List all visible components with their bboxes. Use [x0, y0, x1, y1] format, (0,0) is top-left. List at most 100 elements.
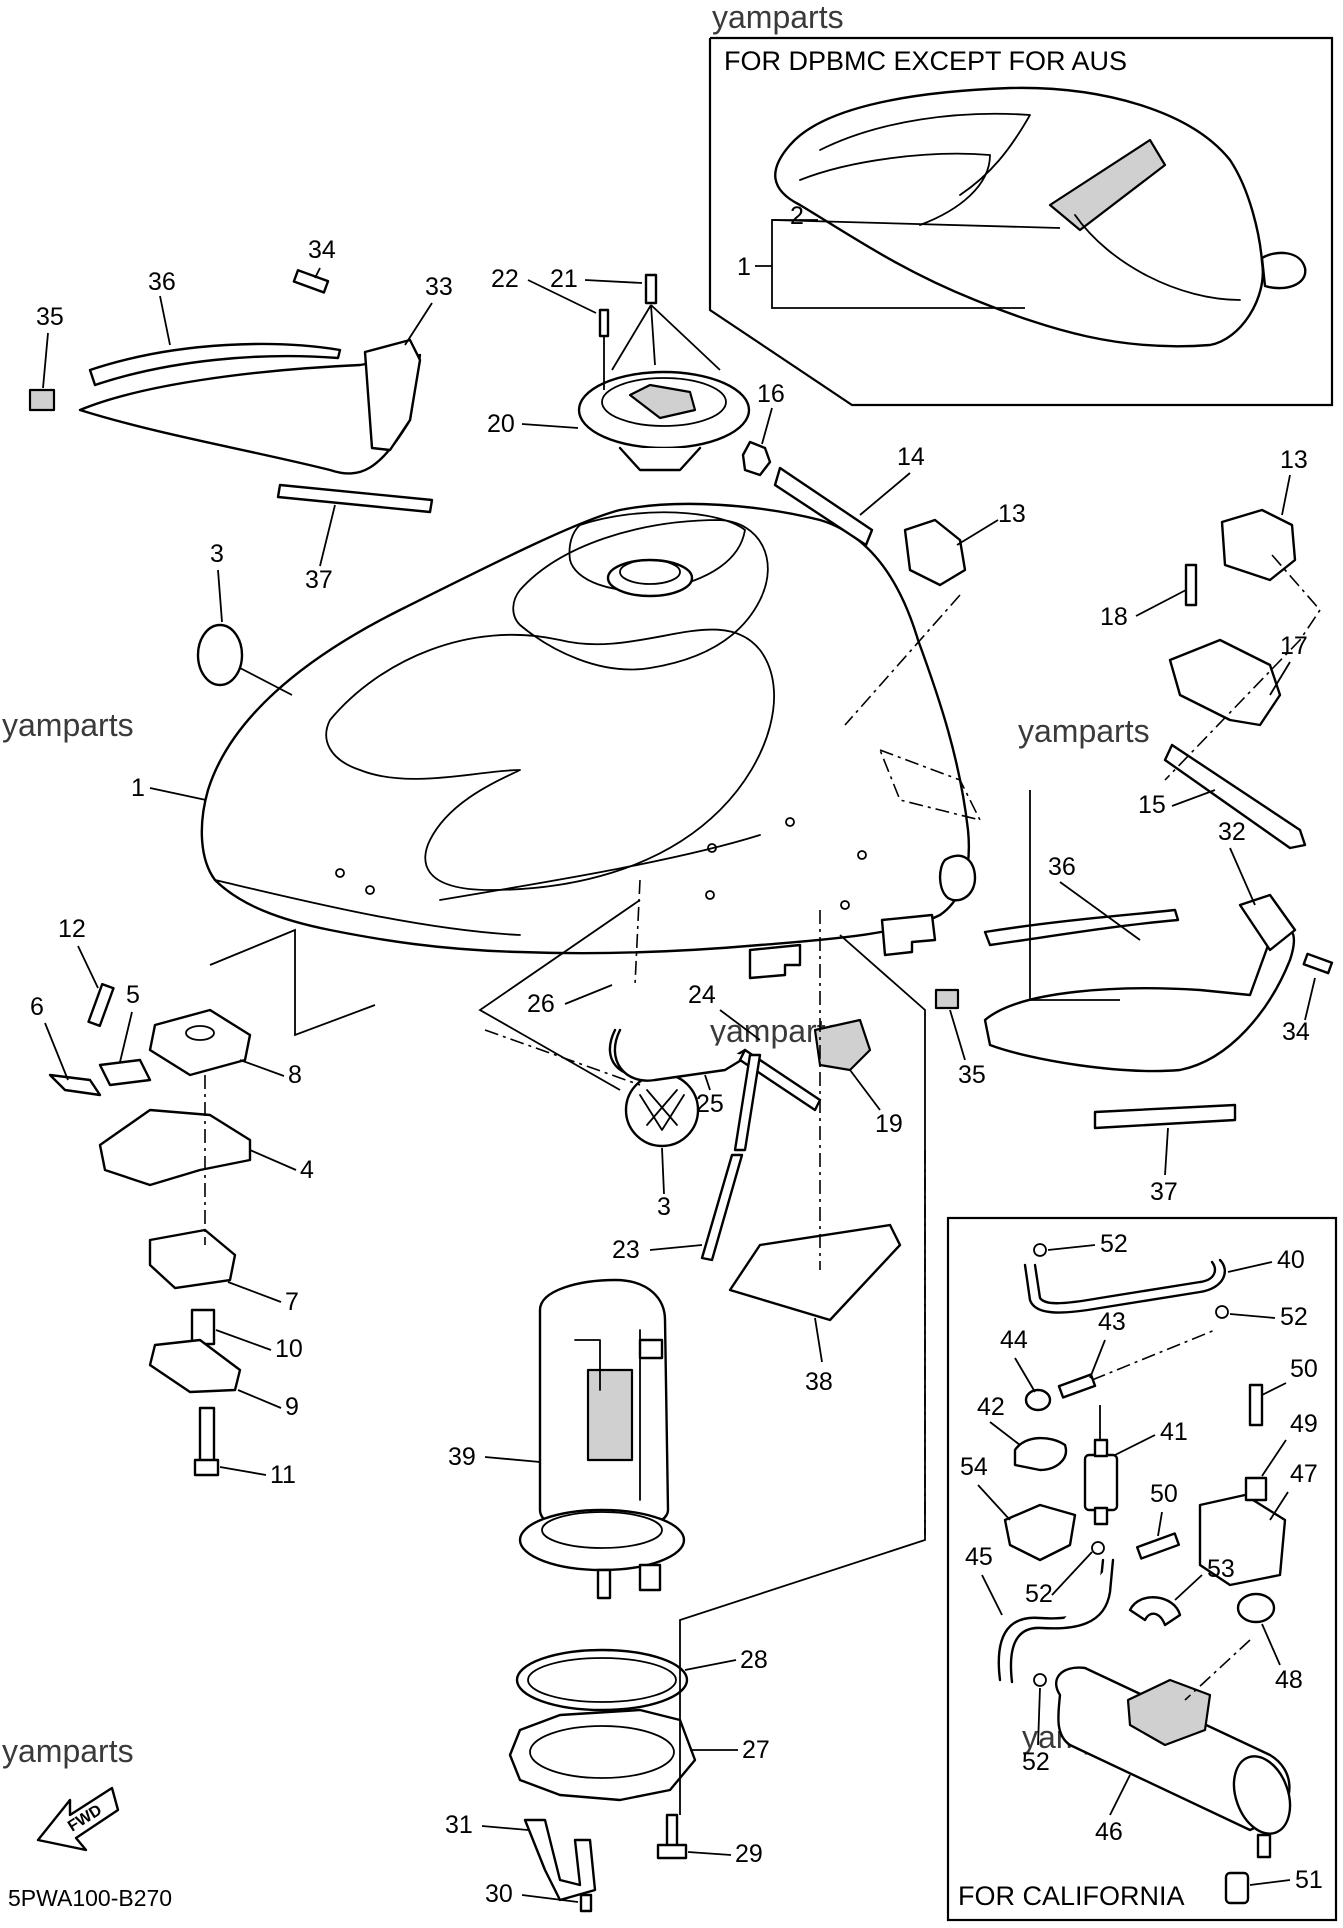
hose-24 — [738, 1048, 822, 1112]
canister-46-end — [1232, 1755, 1292, 1835]
holder-54 — [1003, 1503, 1077, 1562]
grommet-35-left — [28, 388, 56, 412]
leader-42 — [989, 1421, 1021, 1446]
leader-37-right — [1164, 1127, 1169, 1176]
leader-4 — [249, 1149, 297, 1171]
leader-3-center — [661, 1147, 665, 1195]
leader-40 — [1227, 1261, 1273, 1273]
callout-54: 54 — [960, 1453, 988, 1481]
clip-52-b — [1215, 1305, 1229, 1319]
callout-30: 30 — [485, 1880, 513, 1908]
pump-terminal — [596, 1568, 612, 1600]
leader-53 — [1174, 1574, 1203, 1601]
tank-hole — [365, 885, 375, 895]
front-mounts: 16 14 13 — [741, 380, 1026, 587]
callout-37-left: 37 — [305, 566, 333, 594]
leader-25 — [704, 1074, 711, 1091]
cover-rear-tab — [1260, 251, 1307, 290]
inset-california-frame — [946, 1216, 1338, 1922]
callout-34-right: 34 — [1282, 1018, 1310, 1046]
leader-10 — [215, 1329, 272, 1351]
gasket-28-inner — [527, 1657, 677, 1703]
bolt-18 — [1184, 563, 1198, 607]
callout-23: 23 — [612, 1236, 640, 1264]
cover-upper-panel — [819, 112, 1031, 196]
hose-45-outer — [1009, 1558, 1115, 1684]
tank-hole — [840, 900, 850, 910]
callout-36-left: 36 — [148, 268, 176, 296]
leader-36-right — [1059, 881, 1141, 941]
inset-dpbmc: FOR DPBMC EXCEPT FOR AUS 1 2 — [708, 36, 1334, 407]
bracket-4 — [98, 1108, 252, 1187]
filter-41-outlet — [1093, 1506, 1109, 1526]
leader-28 — [684, 1659, 737, 1671]
gasket-28 — [515, 1648, 689, 1712]
leader-52-b — [1229, 1313, 1276, 1319]
leader-39 — [484, 1456, 541, 1463]
leader-38 — [814, 1317, 823, 1363]
callout-48: 48 — [1275, 1666, 1303, 1694]
callout-16: 16 — [757, 380, 785, 408]
bracket-32 — [1238, 893, 1297, 952]
callout-25: 25 — [696, 1090, 724, 1118]
leader-43 — [1089, 1339, 1106, 1379]
leader-34-left — [314, 267, 321, 279]
fuel-pump-group: 39 28 27 29 31 30 — [445, 934, 926, 1913]
plate-27 — [508, 1708, 697, 1802]
callout-21: 21 — [550, 265, 578, 293]
inset-box-frame — [708, 36, 1334, 407]
callout-51: 51 — [1295, 1866, 1323, 1894]
leader-33 — [404, 302, 433, 346]
callout-29: 29 — [735, 1840, 763, 1868]
callout-6: 6 — [30, 993, 44, 1021]
callout-49: 49 — [1290, 1410, 1318, 1438]
hose-23-lower — [700, 1153, 744, 1262]
tank-hole — [705, 890, 715, 900]
leader-52-c — [1051, 1551, 1093, 1596]
fwd-indicator: FWD — [36, 1786, 120, 1852]
valve-19 — [813, 1018, 872, 1072]
callout-7: 7 — [285, 1288, 299, 1316]
leader-35-right — [949, 1009, 966, 1061]
callout-13-b: 13 — [1280, 446, 1308, 474]
tank-hole — [785, 817, 795, 827]
pump-flange — [518, 1508, 686, 1572]
tank-rear-mount — [938, 854, 977, 902]
leader-32 — [1229, 847, 1256, 906]
callout-50-lower: 50 — [1150, 1480, 1178, 1508]
right-cover-bracket-line — [1029, 790, 1120, 1001]
grommet-35-right — [934, 988, 960, 1010]
pump-bracket-line — [679, 934, 926, 1815]
pad-38 — [728, 1223, 902, 1322]
bolt-29 — [665, 1813, 679, 1849]
tank-hole — [707, 843, 717, 853]
fuel-cap-assembly: 21 22 20 — [487, 265, 751, 472]
breather-bracket-line — [478, 899, 641, 1091]
callout-8: 8 — [288, 1061, 302, 1089]
plate-5 — [98, 1058, 152, 1087]
callout-44: 44 — [1000, 1326, 1028, 1354]
callout-10: 10 — [275, 1335, 303, 1363]
right-side-cover: 36 32 34 35 37 — [934, 790, 1334, 1206]
stack-connector-box — [209, 928, 376, 1037]
callout-38: 38 — [805, 1368, 833, 1396]
tank-lower-edge — [214, 879, 521, 936]
cover-lower-edge — [1074, 214, 1241, 301]
leader-46 — [1109, 1774, 1131, 1816]
clamp-42 — [1013, 1436, 1068, 1472]
canister-46 — [1054, 1666, 1291, 1832]
breather-centerline — [634, 879, 641, 986]
rear-mount: 13 18 17 15 — [844, 446, 1322, 850]
screw-34-right — [1302, 952, 1334, 975]
leader-1 — [149, 787, 207, 801]
leader-37-left — [319, 504, 336, 567]
bolt-29-head — [656, 1843, 688, 1860]
screw-12 — [87, 982, 115, 1028]
damper-13-front — [903, 518, 967, 587]
fwd-arrow-icon — [36, 1786, 120, 1852]
callout-43: 43 — [1098, 1308, 1126, 1336]
screw-43 — [1057, 1373, 1097, 1399]
bolt-11-head — [193, 1458, 220, 1477]
callout-1: 1 — [131, 774, 145, 802]
